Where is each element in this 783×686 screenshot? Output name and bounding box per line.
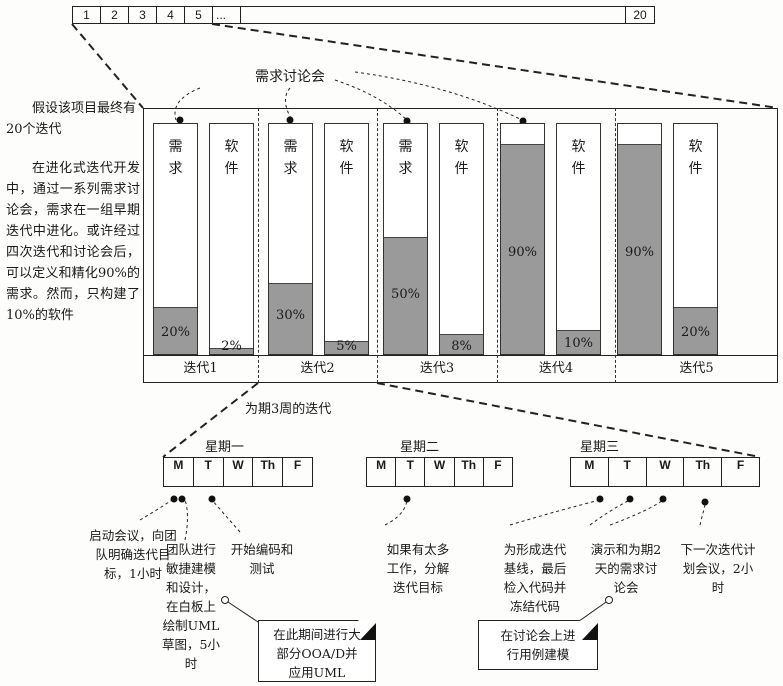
iteration-label: 迭代2 [300, 361, 335, 376]
iteration-label-band [143, 355, 778, 383]
iteration-label: 迭代3 [419, 361, 455, 376]
iteration-label: 迭代4 [538, 361, 574, 376]
bar-label: 软件 [339, 139, 354, 177]
iteration-divider [615, 108, 616, 383]
note-modeling: 团队进行敏捷建模和设计，在白板上绘制UML草图，5小时 [162, 542, 220, 671]
day-cell: W [425, 458, 455, 486]
timeline-cell: 5 [184, 6, 213, 24]
iteration-label: 迭代1 [183, 361, 218, 376]
software-bar: 5% 软件 [324, 123, 369, 355]
software-bar: 8% 软件 [439, 123, 484, 355]
bar-percent: 8% [451, 338, 472, 354]
iteration-label: 迭代5 [679, 361, 714, 376]
bar-fill [440, 334, 483, 354]
bar-label: 软件 [454, 139, 469, 177]
bar-percent: 20% [681, 324, 710, 340]
bar-label: 需求 [283, 139, 298, 177]
requirements-bar: 20% 需求 [153, 123, 198, 355]
day-cell: T [194, 458, 224, 486]
day-cell: Th [684, 458, 723, 486]
note-demo: 演示和为期2天的需求讨论会 [590, 542, 662, 595]
timeline-gap [240, 6, 626, 24]
note-descope: 如果有太多工作，分解迭代目标 [386, 542, 450, 595]
intro-text: 假设该项目最终有20个迭代 [6, 101, 137, 137]
timeline-cell: 4 [156, 6, 185, 24]
week-label: 星期三 [580, 440, 620, 455]
day-cell: W [647, 458, 685, 486]
day-cell: T [609, 458, 647, 486]
day-cell: T [396, 458, 426, 486]
day-cell: M [367, 458, 397, 486]
explanation-text: 在进化式迭代开发中，通过一系列需求讨论会，需求在一组早期迭代中进化。或许经过四次… [6, 161, 140, 323]
bar-fill [501, 144, 544, 354]
week-label: 星期一 [205, 440, 245, 455]
software-bar: 20% 软件 [673, 123, 718, 355]
software-bar: 10% 软件 [556, 123, 601, 355]
bar-label: 需求 [398, 139, 413, 177]
note-next-planning: 下一次迭代计划会议，2小时 [680, 542, 756, 595]
timeline-cell: ... [212, 6, 241, 24]
bar-fill [325, 341, 368, 354]
timeline-cell: 3 [128, 6, 157, 24]
note-usecase: 在讨论会上进行用例建模 [478, 620, 598, 670]
bar-fill [557, 329, 600, 354]
note-usecase-text: 在讨论会上进行用例建模 [500, 628, 576, 662]
bar-fill [674, 306, 717, 354]
requirements-bar: 50% 需求 [383, 123, 428, 355]
note-kickoff: 启动会议，向团队明确迭代目标，1小时 [89, 528, 177, 581]
bar-fill [210, 348, 253, 354]
requirements-bar: 90% [617, 123, 662, 355]
note-coding: 开始编码和测试 [230, 542, 294, 576]
requirements-bar: 30% 需求 [268, 123, 313, 355]
workshop-label: 需求讨论会 [255, 69, 325, 85]
software-bar: 2% 软件 [209, 123, 254, 355]
bar-label: 软件 [571, 139, 586, 177]
timeline-cell-last: 20 [625, 6, 655, 24]
day-cell: F [293, 458, 302, 472]
requirements-bar: 90% [500, 123, 545, 355]
day-cell: W [224, 458, 254, 486]
bar-percent: 5% [336, 339, 357, 354]
bar-label: 软件 [224, 139, 239, 177]
three-week-label: 为期3周的迭代 [245, 402, 332, 417]
bar-percent: 10% [564, 336, 593, 352]
day-cell: Th [455, 458, 484, 486]
bar-percent: 50% [391, 286, 420, 302]
bar-fill [269, 283, 312, 354]
note-ooad: 在此期间进行大部分OOA/D并应用UML [258, 620, 376, 682]
bar-percent: 90% [625, 245, 654, 261]
day-cell: F [736, 458, 745, 472]
bar-percent: 90% [508, 245, 537, 261]
day-cell: M [571, 458, 609, 486]
bar-percent: 30% [276, 307, 305, 323]
timeline-cell: 2 [100, 6, 129, 24]
bar-label: 软件 [688, 139, 703, 177]
timeline-cell: 1 [72, 6, 101, 24]
day-cell: Th [253, 458, 284, 486]
bar-fill [618, 144, 661, 354]
bar-label: 需求 [168, 139, 183, 177]
week-label: 星期二 [400, 440, 440, 455]
bar-percent: 2% [221, 339, 242, 354]
bar-fill [384, 237, 427, 354]
day-cell: F [494, 458, 502, 472]
iteration-divider [497, 108, 498, 383]
iteration-divider [258, 108, 259, 383]
day-cell: M [164, 458, 194, 486]
note-ooad-text: 在此期间进行大部分OOA/D并应用UML [273, 627, 361, 680]
note-baseline: 为形成迭代基线，最后检入代码并冻结代码 [503, 542, 567, 614]
bar-fill [154, 306, 197, 354]
iteration-divider [377, 108, 378, 383]
bar-percent: 20% [161, 324, 190, 340]
